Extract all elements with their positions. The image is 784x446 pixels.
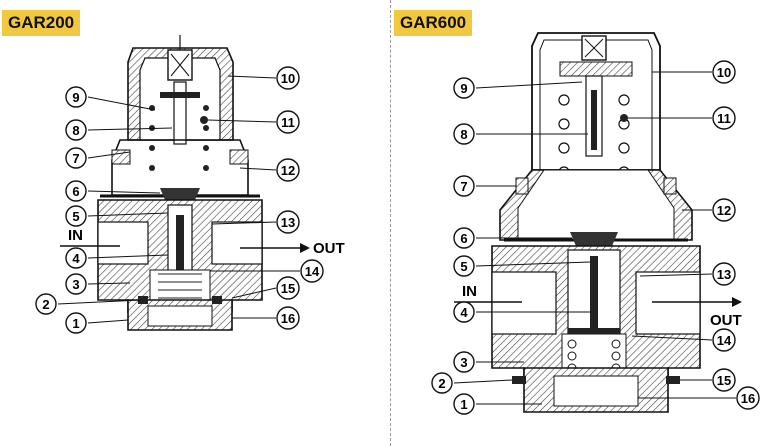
callout-4: 4 — [460, 305, 468, 320]
callout-16: 16 — [281, 311, 295, 326]
panel-gar600: GAR600 — [392, 0, 784, 446]
panel-gar200: GAR200 — [0, 0, 390, 446]
callout-9: 9 — [460, 81, 467, 96]
callout-9: 9 — [72, 90, 79, 105]
inlet-port — [491, 271, 557, 335]
callout-3: 3 — [72, 277, 79, 292]
callout-3: 3 — [460, 355, 467, 370]
callout-1: 1 — [460, 397, 467, 412]
callout-11: 11 — [717, 111, 731, 126]
callout-13: 13 — [281, 215, 295, 230]
callout-12: 12 — [281, 163, 295, 178]
callout-7: 7 — [72, 151, 79, 166]
callout-8: 8 — [460, 127, 467, 142]
in-label: IN — [68, 227, 83, 244]
callout-5: 5 — [72, 209, 79, 224]
out-label: OUT — [710, 312, 742, 329]
callout-8: 8 — [72, 123, 79, 138]
callout-15: 15 — [717, 373, 731, 388]
upper-body — [111, 139, 249, 196]
callout-14: 14 — [305, 264, 320, 279]
callout-4: 4 — [72, 251, 80, 266]
callout-2: 2 — [438, 376, 445, 391]
callout-2: 2 — [42, 297, 49, 312]
callout-10: 10 — [717, 65, 731, 80]
callout-1: 1 — [72, 316, 79, 331]
callout-5: 5 — [460, 259, 467, 274]
adjusting-screw — [173, 81, 187, 145]
outlet-port — [211, 221, 263, 265]
outlet-port — [635, 271, 701, 335]
panel-title-gar600: GAR600 — [394, 10, 473, 36]
panel-divider — [390, 0, 391, 446]
callout-16: 16 — [741, 391, 755, 406]
panel-title-gar200: GAR200 — [2, 10, 81, 36]
callout-14: 14 — [717, 333, 732, 348]
callout-11: 11 — [281, 115, 295, 130]
in-label: IN — [462, 283, 477, 300]
callout-6: 6 — [460, 231, 467, 246]
out-label: OUT — [313, 240, 345, 257]
callout-7: 7 — [460, 179, 467, 194]
diagram-gar200: IN OUT — [35, 35, 345, 334]
callout-10: 10 — [281, 71, 295, 86]
callout-12: 12 — [717, 203, 731, 218]
callout-15: 15 — [281, 281, 295, 296]
diagram-gar600: IN OUT 9 — [431, 32, 760, 415]
callout-6: 6 — [72, 184, 79, 199]
callout-13: 13 — [717, 267, 731, 282]
